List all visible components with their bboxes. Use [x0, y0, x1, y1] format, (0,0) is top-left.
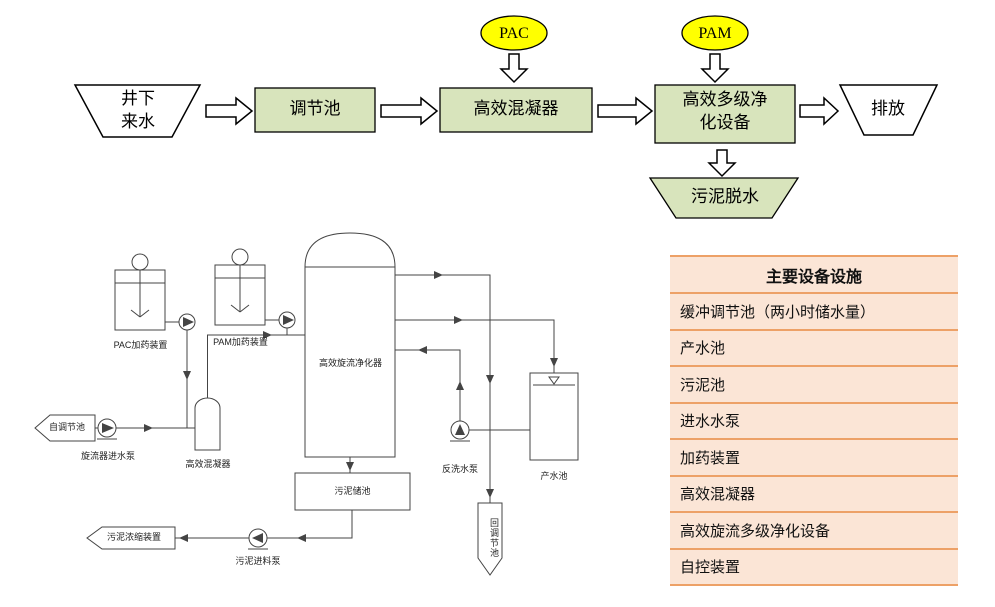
discharge-label: 排放	[871, 99, 905, 118]
table-row: 进水水泵	[670, 404, 958, 440]
product-water-tank	[529, 372, 579, 461]
table-row: 高效旋流多级净化设备	[670, 513, 958, 550]
table-row: 加药装置	[670, 440, 958, 477]
pam-dosing-pump	[265, 311, 296, 335]
pac-doser-label: PAC加药装置	[113, 340, 168, 350]
sludge-dewatering-label: 污泥脱水	[691, 187, 759, 206]
backwash-pump-label: 反洗水泵	[441, 464, 478, 474]
pam-doser-label: PAM加药装置	[213, 337, 268, 347]
from-pool-tag-shape	[34, 414, 96, 442]
thickener-tag-label: 污泥浓缩装置	[106, 532, 161, 542]
equipment-table-title: 主要设备设施	[670, 257, 958, 294]
pam-down-arrow	[700, 53, 730, 84]
pam-label: PAM	[698, 25, 732, 42]
source-trapezoid	[73, 84, 202, 138]
coagulator-box	[439, 87, 593, 133]
flow-arrow-3	[597, 96, 654, 126]
inlet-pump-symbol	[95, 418, 195, 440]
regulation-pool-label: 调节池	[289, 99, 341, 118]
source-label-line2: 来水	[121, 112, 155, 131]
main-vessel-label: 高效旋流净化器	[318, 358, 382, 368]
pac-down-arrow	[499, 53, 529, 84]
process-flowchart	[73, 15, 939, 219]
discharge-trapezoid	[838, 84, 939, 136]
table-row: 产水池	[670, 331, 958, 367]
pid-diagram	[34, 232, 579, 576]
equipment-table: 主要设备设施 缓冲调节池（两小时储水量） 产水池 污泥池 进水水泵 加药装置 高…	[670, 255, 958, 586]
pam-ellipse	[681, 15, 749, 51]
backwash-pump-symbol	[395, 349, 530, 442]
source-label-line1: 井下	[121, 89, 155, 108]
cyclone-vessel	[304, 232, 396, 458]
return-pool-tag-label: 回调节池	[489, 518, 499, 558]
table-row: 缓冲调节池（两小时储水量）	[670, 294, 958, 331]
return-pool-tag-shape	[477, 502, 503, 576]
sludge-dewatering-trapezoid	[648, 177, 800, 219]
table-row: 高效混凝器	[670, 477, 958, 513]
pac-label: PAC	[499, 25, 529, 42]
table-row: 自控装置	[670, 550, 958, 586]
from-pool-tag-label: 自调节池	[48, 422, 85, 432]
flow-arrow-1	[205, 96, 254, 126]
sludge-down-arrow	[707, 149, 737, 178]
purifier-box	[654, 84, 796, 144]
purifier-label-line1: 高效多级净	[682, 90, 768, 109]
pac-dosing-tank	[114, 253, 166, 331]
flow-arrow-2	[380, 96, 439, 126]
flow-arrow-4	[799, 96, 840, 126]
regulation-pool-box	[254, 87, 376, 133]
sludge-tank-label: 污泥储池	[334, 486, 371, 496]
sludge-feed-pump-label: 污泥进料泵	[235, 556, 281, 566]
inlet-pump-label: 旋流器进水泵	[80, 451, 135, 461]
purifier-label-line2: 化设备	[699, 113, 751, 132]
product-tank-label: 产水池	[540, 471, 568, 481]
pam-dosing-tank	[214, 248, 266, 326]
table-row: 污泥池	[670, 367, 958, 404]
coagulator-box-label: 高效混凝器	[473, 99, 559, 118]
thickener-tag-shape	[86, 526, 176, 550]
flow-direction-arrows	[144, 271, 558, 542]
pac-ellipse	[480, 15, 548, 51]
coagulator-label: 高效混凝器	[185, 459, 231, 469]
sludge-feed-pump-symbol	[175, 510, 353, 550]
coagulator-vessel	[194, 334, 305, 451]
